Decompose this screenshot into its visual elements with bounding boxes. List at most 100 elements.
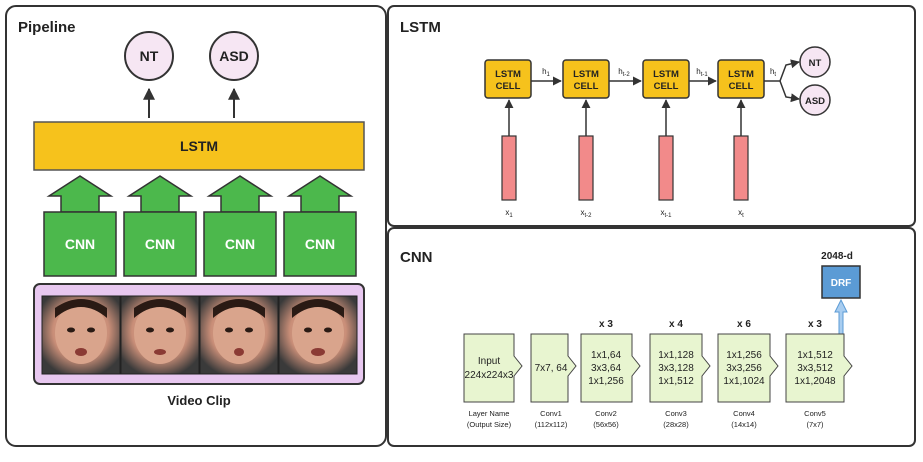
svg-text:LSTM: LSTM (728, 69, 754, 80)
svg-text:Conv1: Conv1 (540, 409, 562, 418)
svg-text:1x1,64: 1x1,64 (591, 350, 621, 361)
cnn-up-arrow-icon (206, 175, 274, 213)
arrow-to-asd (779, 80, 800, 103)
svg-text:(14x14): (14x14) (731, 420, 757, 429)
pipeline-cnn-3: CNN (203, 175, 277, 277)
cnn-conv3-block: 1x1,128 3x3,128 1x1,512 (649, 333, 711, 403)
cnn-up-arrow-icon (286, 175, 354, 213)
pipeline-cnn-2: CNN (123, 175, 197, 277)
pipeline-lstm-label: LSTM (180, 138, 218, 154)
svg-text:3x3,64: 3x3,64 (591, 363, 621, 374)
video-frame-4 (278, 295, 358, 375)
lstm-output-asd: ASD (799, 84, 831, 116)
lstm-cell-2: LSTM CELL (562, 59, 610, 99)
cnn-conv5-block: 1x1,512 3x3,512 1x1,2048 (785, 333, 853, 403)
lstm-cell-1: LSTM CELL (484, 59, 532, 99)
pipeline-cnn-4: CNN (283, 175, 357, 277)
svg-text:1x1,512: 1x1,512 (658, 376, 694, 387)
lstm-cell-3: LSTM CELL (642, 59, 690, 99)
svg-text:1x1,256: 1x1,256 (588, 376, 624, 387)
input-label-4: xt (738, 208, 744, 219)
svg-text:CELL: CELL (654, 81, 679, 92)
svg-text:Conv3: Conv3 (665, 409, 687, 418)
input-label-1: x1 (505, 208, 513, 219)
svg-text:NT: NT (809, 58, 822, 69)
pipeline-output-asd-label: ASD (219, 48, 249, 64)
hidden-label-2: ht-2 (618, 67, 630, 78)
video-frame-2 (120, 295, 200, 375)
svg-text:CELL: CELL (496, 81, 521, 92)
svg-text:(56x56): (56x56) (593, 420, 619, 429)
svg-text:1x1,1024: 1x1,1024 (723, 376, 765, 387)
lstm-input-2: xt-2 (578, 99, 594, 219)
video-clip-label: Video Clip (167, 393, 230, 408)
pipeline-title: Pipeline (18, 19, 76, 36)
pipeline-cnn-1: CNN (43, 175, 117, 277)
svg-text:1x1,512: 1x1,512 (797, 350, 833, 361)
repeat-label-conv4: x 6 (737, 319, 751, 330)
svg-text:7x7, 64: 7x7, 64 (535, 363, 568, 374)
drf-box (821, 265, 861, 299)
svg-text:LSTM: LSTM (495, 69, 521, 80)
svg-text:Conv5: Conv5 (804, 409, 826, 418)
svg-text:224x224x3: 224x224x3 (465, 370, 514, 381)
svg-text:1x1,128: 1x1,128 (658, 350, 694, 361)
svg-text:Input: Input (478, 356, 500, 367)
input-label-2: xt-2 (580, 208, 592, 219)
lstm-cell-4: LSTM CELL (717, 59, 765, 99)
svg-text:1x1,256: 1x1,256 (726, 350, 762, 361)
cnn-conv2-block: 1x1,64 3x3,64 1x1,256 (580, 333, 641, 403)
lstm-output-nt: NT (799, 46, 831, 78)
hidden-label-4: ht (770, 67, 776, 78)
cnn-up-arrow-icon (46, 175, 114, 213)
video-frame-1 (41, 295, 121, 375)
repeat-label-conv2: x 3 (599, 319, 613, 330)
svg-text:3x3,256: 3x3,256 (726, 363, 762, 374)
cnn-up-arrow-icon (126, 175, 194, 213)
pipeline-cnn-3-label: CNN (225, 236, 255, 252)
svg-text:ASD: ASD (805, 96, 825, 107)
svg-text:(7x7): (7x7) (806, 420, 824, 429)
cnn-conv4-block: 1x1,256 3x3,256 1x1,1024 (717, 333, 779, 403)
lstm-panel-title: LSTM (400, 19, 441, 36)
lstm-input-4: xt (733, 99, 749, 219)
arrow-to-nt (764, 59, 800, 82)
hidden-label-1: h1 (542, 67, 550, 78)
feature-dim-label: 2048-d (821, 251, 853, 262)
cnn-panel-title: CNN (400, 249, 433, 266)
pipeline-lstm-bar (33, 121, 365, 171)
svg-text:3x3,128: 3x3,128 (658, 363, 694, 374)
input-label-3: xt-1 (660, 208, 672, 219)
svg-text:Conv4: Conv4 (733, 409, 755, 418)
svg-text:Conv2: Conv2 (595, 409, 617, 418)
pipeline-cnn-4-label: CNN (305, 236, 335, 252)
svg-text:CELL: CELL (574, 81, 599, 92)
pipeline-cnn-1-label: CNN (65, 236, 95, 252)
pipeline-output-nt: NT (124, 31, 174, 81)
cnn-captions: Layer Name (Output Size) Conv1 (112x112)… (467, 409, 826, 429)
svg-text:3x3,512: 3x3,512 (797, 363, 833, 374)
svg-text:LSTM: LSTM (573, 69, 599, 80)
repeat-label-conv5: x 3 (808, 319, 822, 330)
pipeline-cnn-2-label: CNN (145, 236, 175, 252)
lstm-input-1: x1 (501, 99, 517, 219)
svg-text:CELL: CELL (729, 81, 754, 92)
hidden-label-3: ht-1 (696, 67, 708, 78)
pipeline-output-asd: ASD (209, 31, 259, 81)
cnn-conv1-block: 7x7, 64 (530, 333, 577, 403)
svg-text:(28x28): (28x28) (663, 420, 689, 429)
lstm-panel (387, 5, 916, 227)
svg-text:Layer Name: Layer Name (469, 409, 510, 418)
svg-text:(112x112): (112x112) (535, 420, 568, 429)
drf-label: DRF (831, 278, 852, 289)
pipeline-output-nt-label: NT (140, 48, 159, 64)
svg-text:(Output Size): (Output Size) (467, 420, 512, 429)
cnn-input-block: Input 224x224x3 (463, 333, 523, 403)
lstm-input-3: xt-1 (658, 99, 674, 219)
svg-text:1x1,2048: 1x1,2048 (794, 376, 836, 387)
video-frame-3 (199, 295, 279, 375)
svg-text:LSTM: LSTM (653, 69, 679, 80)
repeat-label-conv3: x 4 (669, 319, 683, 330)
